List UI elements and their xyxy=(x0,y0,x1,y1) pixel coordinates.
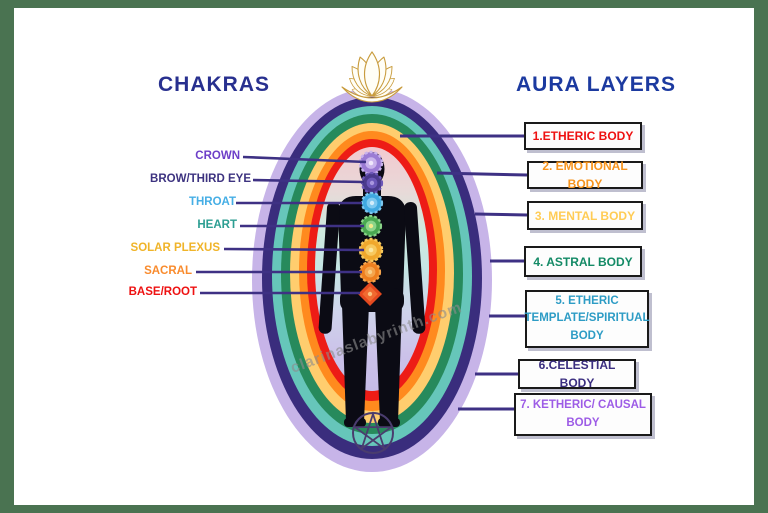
chakra-label-throat: THROAT xyxy=(188,196,236,208)
aura-box-etheric-template-body: 5. ETHERIC TEMPLATE/SPIRITUAL BODY xyxy=(525,290,650,348)
chakra-line-solar xyxy=(223,247,365,252)
aura-box-etheric-body: 1.ETHERIC BODY xyxy=(524,122,642,150)
lotus-icon xyxy=(341,51,403,103)
solar-plexus-chakra-icon xyxy=(358,237,384,263)
chakra-label-solar-plexus: SOLAR PLEXUS xyxy=(130,242,220,254)
aura-box-mental-body: 3. MENTAL BODY xyxy=(527,201,643,230)
frame-border-right xyxy=(754,0,768,513)
throat-chakra-icon xyxy=(360,191,384,215)
aura-box-celestial-body: 6.CELESTIAL BODY xyxy=(518,358,636,390)
chakra-line-crown xyxy=(242,155,367,164)
frame-border-bottom xyxy=(0,505,768,513)
chakra-label-crown: CROWN xyxy=(195,150,240,162)
frame-border-left xyxy=(0,0,14,513)
chakra-line-brow xyxy=(252,178,365,184)
sacral-chakra-icon xyxy=(358,260,382,284)
aura-box-ketheric-causal-body: 7. KETHERIC/ CAUSAL BODY xyxy=(514,393,652,436)
chakra-label-brow-third-eye: BROW/THIRD EYE xyxy=(150,173,251,185)
chakra-label-sacral: SACRAL xyxy=(144,265,192,277)
pentagram-icon xyxy=(352,411,394,454)
aura-box-astral-body: 4. ASTRAL BODY xyxy=(524,246,642,277)
root-chakra-icon xyxy=(357,281,383,307)
aura-box-emotional-body: 2. EMOTIONAL BODY xyxy=(527,159,643,191)
third-eye-chakra-icon xyxy=(360,171,384,195)
chakra-label-base-root: BASE/ROOT xyxy=(128,286,197,298)
chakras-title: CHAKRAS xyxy=(158,73,270,96)
aura-line-emotional xyxy=(436,171,528,177)
frame-border-top xyxy=(0,0,768,8)
chakra-label-heart: HEART xyxy=(197,219,237,231)
aura-line-mental xyxy=(474,212,528,217)
aura-layers-title: AURA LAYERS xyxy=(516,73,676,96)
heart-chakra-icon xyxy=(359,214,383,238)
